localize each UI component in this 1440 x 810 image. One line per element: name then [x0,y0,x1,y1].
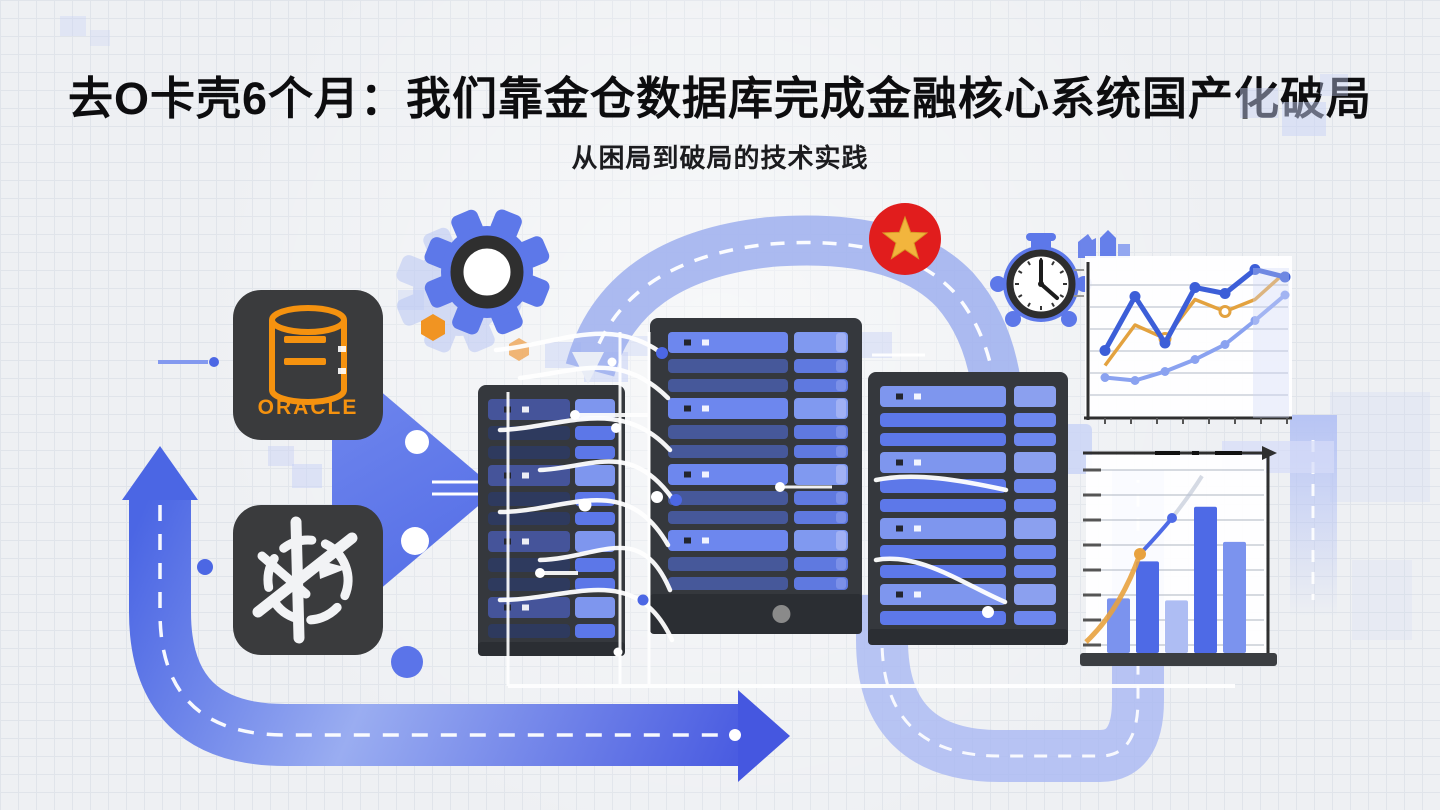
server-slot [1014,584,1056,605]
server-slot [880,452,1006,473]
page-title: 去O卡壳6个月：我们靠金仓数据库完成金融核心系统国产化破局 [67,73,1373,124]
kingbase-database-icon [233,505,383,655]
server-slot [794,398,848,419]
up-arrowhead [122,446,198,500]
bar-3 [1165,600,1188,653]
bar-1 [1107,598,1130,653]
server-rack-center [650,318,862,634]
server-slot [575,446,615,459]
server-slot [668,359,788,373]
server-slot [1014,452,1056,473]
bar-5 [1223,541,1246,653]
server-slot [668,379,788,392]
bar-trend [1084,474,1204,644]
server-slot [488,446,570,459]
server-slot [668,332,788,353]
city-bars-icon [1078,230,1130,258]
hexagon-orange [421,314,445,341]
data-cables [493,331,1009,643]
server-slot [1014,565,1056,578]
server-slot [1014,545,1056,559]
server-slot [575,531,615,552]
china-star-badge [869,203,941,275]
server-slot [575,465,615,486]
frame-lines [506,332,1235,688]
server-slot [668,577,788,590]
server-slot [880,413,1006,427]
server-slot [880,499,1006,512]
server-slot [1014,433,1056,446]
oracle-label: ORACLE [258,396,359,419]
cable-nodes [535,347,994,657]
server-slot [1014,413,1056,427]
server-slot [1014,479,1056,493]
gear-icon [424,209,550,335]
server-slot [794,445,848,458]
server-slot [880,386,1006,407]
right-arrowhead [738,690,790,782]
server-slot [880,611,1006,625]
server-slot [668,425,788,439]
server-slot [575,578,615,591]
server-slot [794,491,848,505]
server-slot [575,597,615,618]
server-slot [575,426,615,440]
server-slot [668,530,788,551]
main-road-arrow [122,446,790,782]
server-rack-right [868,372,1068,645]
bar-chart-base [1080,653,1277,666]
server-slot [668,511,788,524]
server-slot [1014,386,1056,407]
line-series-orange-line [1103,271,1287,367]
server-slot [1014,499,1056,512]
server-rack-left [478,385,625,656]
server-slot [794,359,848,373]
server-slot [794,530,848,551]
server-slot [668,491,788,505]
bar-4 [1194,506,1217,654]
server-slot [668,557,788,571]
oracle-database-icon: ORACLE [233,290,383,440]
page-subtitle: 从困局到破局的技术实践 [571,143,869,173]
server-slot [575,512,615,525]
server-slot [880,433,1006,446]
server-slot [668,445,788,458]
server-slot [880,545,1006,559]
server-slot [488,578,570,591]
server-slot [1014,611,1056,625]
server-slot [668,464,788,485]
server-slot [794,557,848,571]
stopwatch-icon [990,233,1092,327]
line-chart [1074,256,1292,424]
server-slot [794,425,848,439]
server-slot [575,558,615,572]
server-slot [794,577,848,590]
server-slot [794,379,848,392]
server-slot [488,624,570,638]
bar-2 [1136,561,1159,653]
server-slot [794,332,848,353]
server-slot [575,624,615,638]
server-slot [668,398,788,419]
server-slot [794,511,848,524]
server-slot [1014,518,1056,539]
bar-chart [1080,446,1277,666]
server-slot [794,464,848,485]
server-slot [880,518,1006,539]
